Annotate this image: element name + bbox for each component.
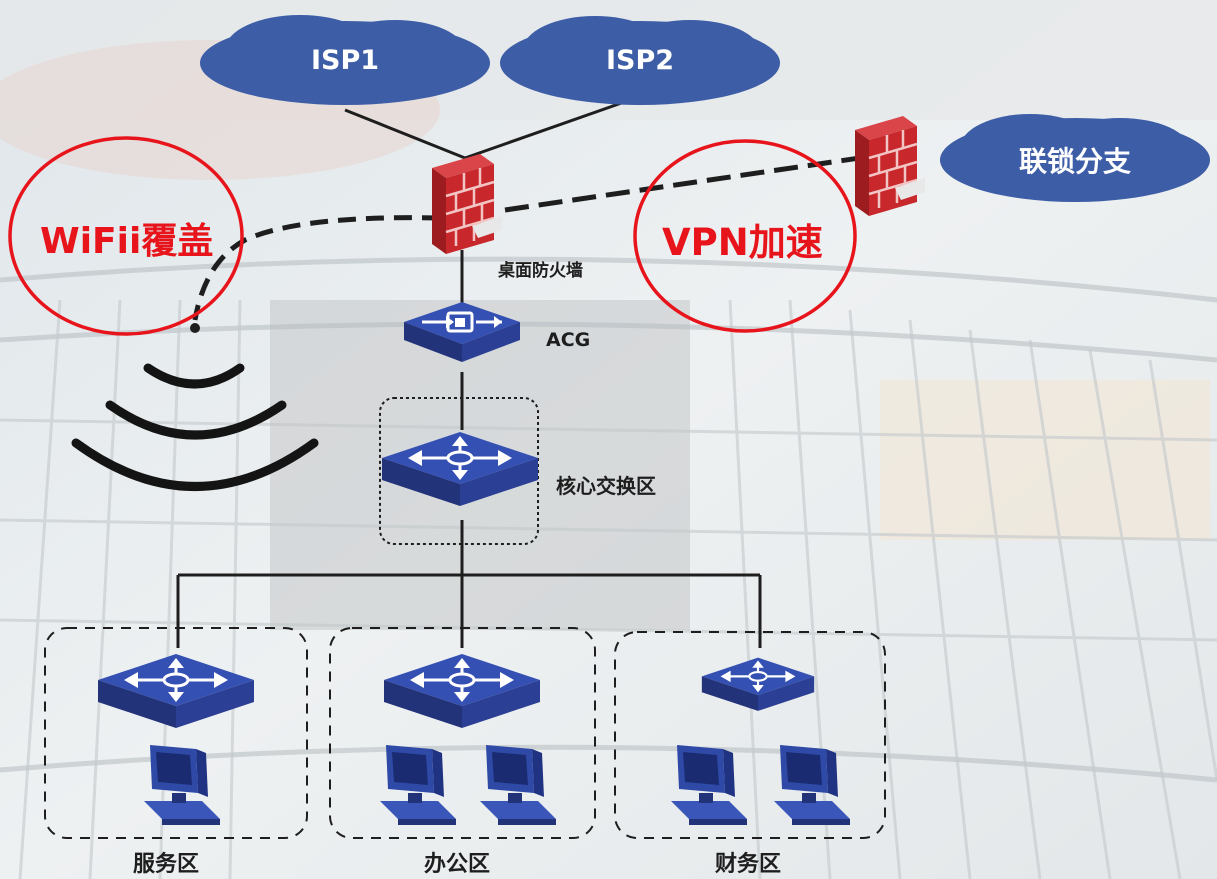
branch-firewall-icon [853,114,927,218]
finance-pc-icon [774,745,850,825]
firewall-label: 桌面防火墙 [498,261,583,281]
finance-pc-icon [671,745,747,825]
vpn-highlight-circle [633,139,857,333]
wifi-dashed-link [192,215,441,321]
service-zone-boundary [44,627,308,839]
isp2-cloud [500,16,780,105]
office-pc-icon [380,745,456,825]
office-zone-boundary [329,627,596,839]
vpn-callout-label: VPN加速 [662,221,823,264]
isp1-link [344,108,466,160]
wifi-callout-label: WiFii覆盖 [40,221,214,262]
wifi-origin-dot [190,323,200,333]
acg-device-icon [404,302,520,362]
office-pc-icon [480,745,556,825]
wifi-signal-icon [71,363,319,491]
acg-label: ACG [546,329,591,351]
service-switch-icon [96,652,256,730]
vpn-dashed-link [504,152,881,213]
branch-cloud [940,114,1210,202]
service-zone-label: 服务区 [133,852,200,877]
isp1-cloud [200,15,490,105]
office-zone-label: 办公区 [424,852,491,877]
wifi-highlight-circle [8,136,244,336]
desktop-firewall-icon [430,152,504,256]
finance-switch-icon [700,656,816,712]
isp2-label: ISP2 [605,45,675,76]
office-switch-icon [382,652,542,730]
isp2-link [464,98,631,160]
finance-zone-label: 财务区 [715,852,782,877]
finance-zone-boundary [614,631,886,839]
core-zone-label: 核心交换区 [556,474,656,498]
branch-label: 联锁分支 [1018,145,1131,178]
core-switch-icon [380,430,540,508]
service-pc-icon [144,745,220,825]
isp1-label: ISP1 [310,45,380,76]
